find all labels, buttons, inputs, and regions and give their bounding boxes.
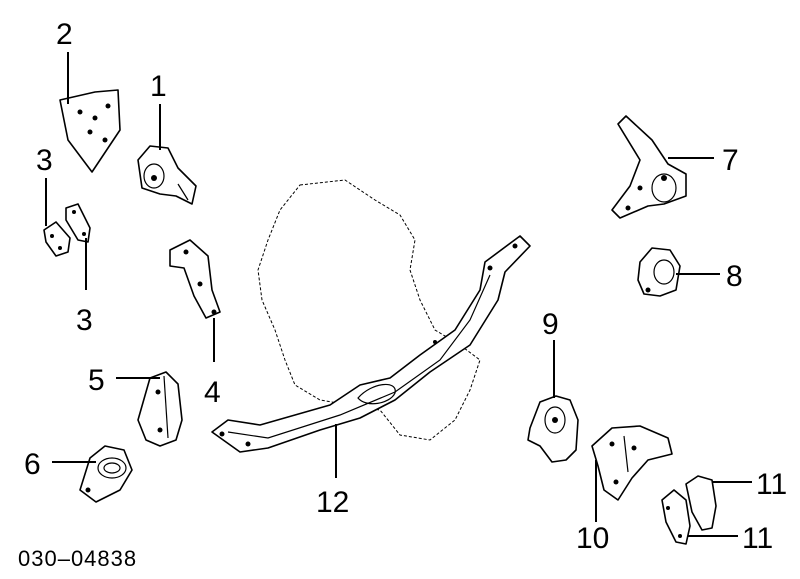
part-3-stopper-upper — [43, 221, 71, 257]
callout-4: 4 — [204, 376, 221, 409]
part-7-bracket — [611, 115, 687, 219]
part-4-bracket — [169, 239, 221, 319]
callout-6: 6 — [24, 448, 41, 481]
callout-10: 10 — [576, 522, 609, 555]
part-11-stopper-lower — [661, 489, 691, 545]
callout-8: 8 — [726, 260, 743, 293]
part-11-stopper-upper — [685, 475, 717, 531]
part-2-bracket — [59, 89, 121, 173]
leader-lines — [45, 52, 752, 537]
callout-3-lower: 3 — [76, 304, 93, 337]
callout-3-upper: 3 — [36, 144, 53, 177]
part-3-stopper-lower — [65, 203, 91, 243]
callouts: 2 1 3 3 4 5 6 7 8 9 10 11 11 12 — [24, 18, 787, 555]
part-9-mount — [527, 395, 579, 463]
callout-9: 9 — [542, 308, 559, 341]
engine-outline — [257, 179, 481, 441]
callout-7: 7 — [722, 144, 739, 177]
part-10-bracket — [591, 425, 673, 501]
part-8-mount — [637, 247, 681, 297]
callout-11-lower: 11 — [742, 522, 773, 555]
callout-5: 5 — [88, 364, 105, 397]
part-5-bracket — [137, 371, 183, 447]
callout-2: 2 — [56, 18, 73, 51]
part-1-mount — [137, 145, 197, 205]
part-12-crossmember — [211, 235, 531, 453]
callout-1: 1 — [150, 70, 167, 103]
diagram-code: 030–04838 — [18, 546, 137, 571]
callout-12: 12 — [316, 486, 349, 519]
callout-11-upper: 11 — [756, 468, 787, 501]
part-6-mount — [79, 445, 133, 503]
